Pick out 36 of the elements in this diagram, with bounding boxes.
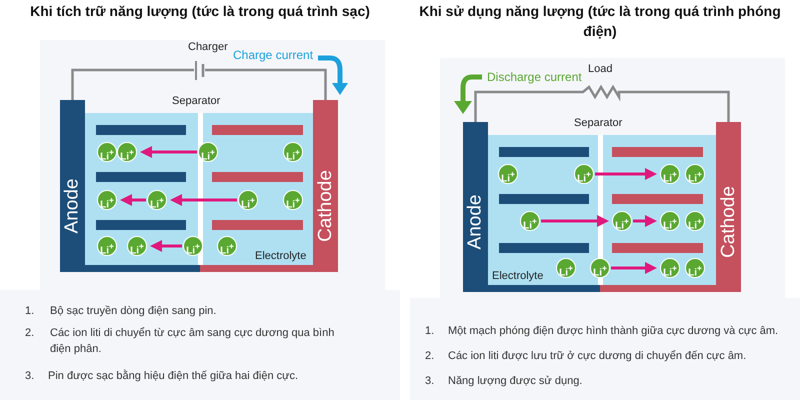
ion-arrow [633,215,657,227]
ion-arrow [150,240,182,252]
edge-label: Charger [188,41,228,53]
ion-arrow [595,168,657,180]
heading: Khi sử dụng năng lượng (tức là trong quá trình phóng điện) [418,2,782,41]
wire [474,84,730,122]
list-item: Năng lượng được sử dụng. [448,374,584,389]
cathode-bar: Cathode [313,100,338,272]
list-number: 1. [25,304,34,319]
anode-bar: Anode [463,122,488,292]
list-item: Pin được sạc bằng hiệu điện thế giữa hai điện cực. [48,368,300,384]
list-number: 2. [425,349,434,364]
ion-arrow [170,194,237,206]
current-label: Charge current [233,48,314,62]
list-number: 3. [25,369,34,384]
ion-arrow [120,194,146,206]
electrolyte-label: Electrolyte [255,250,306,262]
anode-bar: Anode [60,100,85,272]
list-number: 3. [425,374,434,389]
edge-label: Load [588,63,612,75]
list-number: 1. [425,324,434,339]
ion-arrow [611,262,657,274]
separator-label: Separator [172,95,220,107]
list-item: Bộ sạc truyền dòng điện sang pin. [50,304,218,319]
list-item: Một mạch phóng điện được hình thành giữa cực dương và cực âm. [448,324,780,339]
list-item: Các ion liti được lưu trữ ở cực dương di chuyển đến cực âm. [448,349,748,364]
list-number: 2. [25,326,34,341]
ion-arrow [140,146,197,158]
current-label: Discharge current [487,70,582,84]
list-item: Các ion liti di chuyển từ cực âm sang cực dương qua bình điện phân. [50,326,336,357]
heading: Khi tích trữ năng lượng (tức là trong quá trình sạc) [29,2,371,21]
separator-label: Separator [574,117,622,129]
ion-arrow [541,215,609,227]
cathode-bar: Cathode [716,122,741,292]
electrolyte-label: Electrolyte [492,270,544,282]
wire [71,68,327,100]
